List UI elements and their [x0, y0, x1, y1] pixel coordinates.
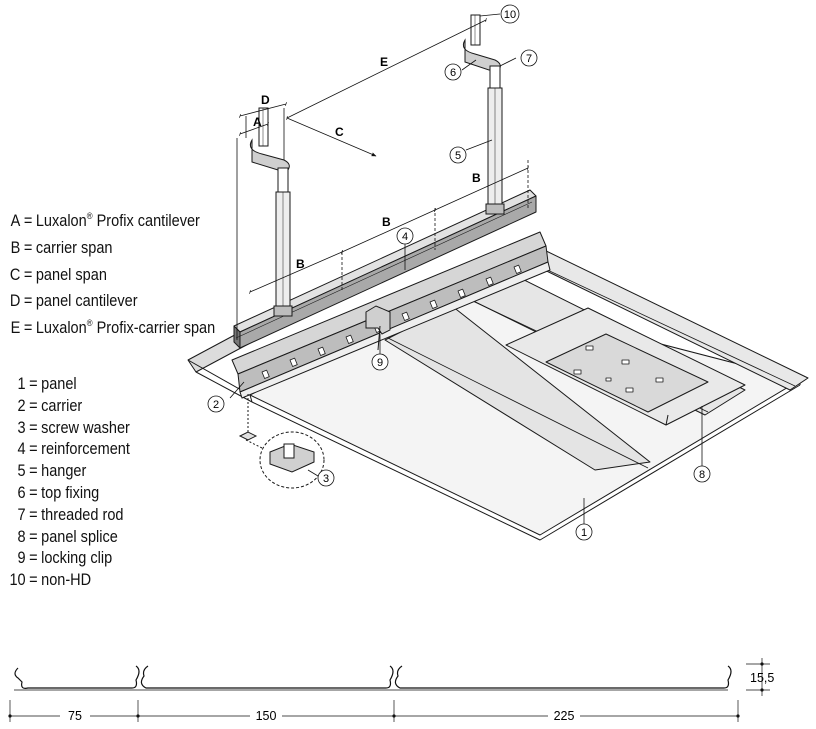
dimension-legend-text: panel span [35, 265, 107, 284]
dimension-legend-key: C [9, 265, 21, 284]
dimension-legend-equals: = [23, 319, 33, 338]
parts-legend-equals: = [29, 483, 38, 502]
parts-legend-equals: = [29, 549, 38, 568]
callout-4: 4 [402, 231, 408, 243]
dimension-legend-text-rest: Profix-carrier span [92, 319, 216, 338]
reinforcement [233, 189, 537, 349]
parts-legend-text: top fixing [41, 483, 100, 502]
dimension-legend-key: D [9, 292, 21, 311]
dimension-legend-row: D=panel cantilever [8, 286, 215, 313]
dimension-legend-equals: = [23, 292, 33, 311]
dim-label-b3: B [472, 171, 481, 185]
profile-height: 15,5 [750, 671, 774, 685]
parts-legend-row: 1=panel [8, 374, 130, 396]
parts-legend-key: 3 [17, 418, 26, 437]
parts-legend-text: non-HD [41, 571, 92, 590]
parts-legend-key: 5 [17, 462, 26, 481]
callout-1: 1 [581, 527, 587, 539]
callout-8: 8 [699, 469, 705, 481]
callout-2: 2 [213, 399, 219, 411]
parts-legend-text: panel [41, 375, 77, 393]
hanger-right [462, 14, 505, 215]
parts-legend-equals: = [29, 505, 38, 524]
dimension-legend-row: E=Luxalon® Profix-carrier span [8, 313, 216, 340]
parts-legend-row: 7=threaded rod [8, 505, 130, 527]
parts-legend-equals: = [29, 462, 38, 481]
callout-7: 7 [526, 53, 532, 65]
dimension-legend-row: B=carrier span [8, 233, 215, 260]
dim-label-b2: B [382, 215, 391, 229]
parts-legend-row: 3=screw washer [8, 418, 130, 440]
callout-3: 3 [323, 473, 329, 485]
parts-legend-text: reinforcement [41, 440, 130, 459]
dim-label-a: A [253, 115, 262, 129]
callout-10: 10 [504, 9, 516, 21]
dimension-legend-equals: = [23, 212, 33, 230]
carrier-rail [231, 231, 551, 399]
parts-legend-row: 6=top fixing [8, 483, 130, 505]
parts-legend-row: 2=carrier [8, 396, 130, 418]
parts-legend-text: threaded rod [41, 505, 124, 524]
parts-legend-row: 4=reinforcement [8, 439, 130, 461]
parts-legend-key: 7 [17, 505, 26, 524]
callout-5: 5 [455, 150, 461, 162]
parts-legend-equals: = [29, 440, 38, 459]
dimension-legend-registered-mark: ® [86, 318, 93, 329]
locking-clip [365, 305, 391, 351]
parts-legend-key: 9 [17, 549, 26, 568]
parts-legend-row: 8=panel splice [8, 527, 130, 549]
dimension-legend-row: C=panel span [8, 260, 215, 287]
profile-width-2: 150 [256, 709, 277, 723]
dimension-legend-text: panel cantilever [35, 292, 138, 311]
parts-legend-text: panel splice [41, 527, 118, 546]
dim-label-c: C [335, 125, 344, 139]
parts-legend-text: hanger [41, 462, 87, 481]
dimension-legend-text: Luxalon [35, 212, 87, 230]
dimension-legend-equals: = [23, 238, 33, 257]
parts-legend-row: 9=locking clip [8, 548, 130, 570]
parts-legend-key: 10 [9, 571, 26, 590]
dimension-legend-row: A=Luxalon® Profix cantilever [8, 206, 215, 233]
dimension-legend-key: E [10, 319, 21, 338]
dim-label-b1: B [296, 257, 305, 271]
dimension-legend-key: B [10, 238, 21, 257]
parts-legend-key: 1 [17, 375, 26, 393]
hanger-left [249, 107, 293, 317]
parts-legend-key: 8 [17, 527, 26, 546]
parts-legend-equals: = [29, 375, 38, 393]
profile-width-1: 75 [68, 709, 82, 723]
dimension-legend-equals: = [23, 265, 33, 284]
callout-9: 9 [377, 357, 383, 369]
parts-legend-equals: = [29, 571, 38, 590]
parts-legend-key: 4 [17, 440, 26, 459]
parts-legend-row: 10=non-HD [8, 570, 130, 592]
dimension-lines [236, 17, 529, 340]
parts-legend-equals: = [29, 527, 38, 546]
parts-legend-equals: = [29, 396, 38, 415]
parts-legend-text: locking clip [41, 549, 113, 568]
screw-washer-detail [238, 394, 325, 489]
parts-legend-equals: = [29, 418, 38, 437]
panel-splice [505, 307, 746, 426]
dimension-legend-text-rest: Profix cantilever [92, 212, 200, 230]
dimension-legend-registered-mark: ® [86, 211, 93, 221]
dim-label-e: E [380, 55, 388, 69]
dimension-legend-text: carrier span [35, 238, 113, 257]
dimension-legend-key: A [10, 212, 21, 230]
profile-width-3: 225 [554, 709, 575, 723]
profile-dimensions [9, 658, 770, 722]
callouts [207, 4, 711, 541]
parts-legend-text: carrier [41, 396, 83, 415]
parts-legend-text: screw washer [41, 418, 130, 437]
callout-6: 6 [450, 67, 456, 79]
parts-legend-key: 6 [17, 483, 26, 502]
dim-label-d: D [261, 93, 270, 107]
parts-legend-key: 2 [17, 396, 26, 415]
dimension-legend-text: Luxalon [35, 319, 87, 338]
parts-legend-row: 5=hanger [8, 461, 130, 483]
panel-profile [14, 665, 732, 691]
